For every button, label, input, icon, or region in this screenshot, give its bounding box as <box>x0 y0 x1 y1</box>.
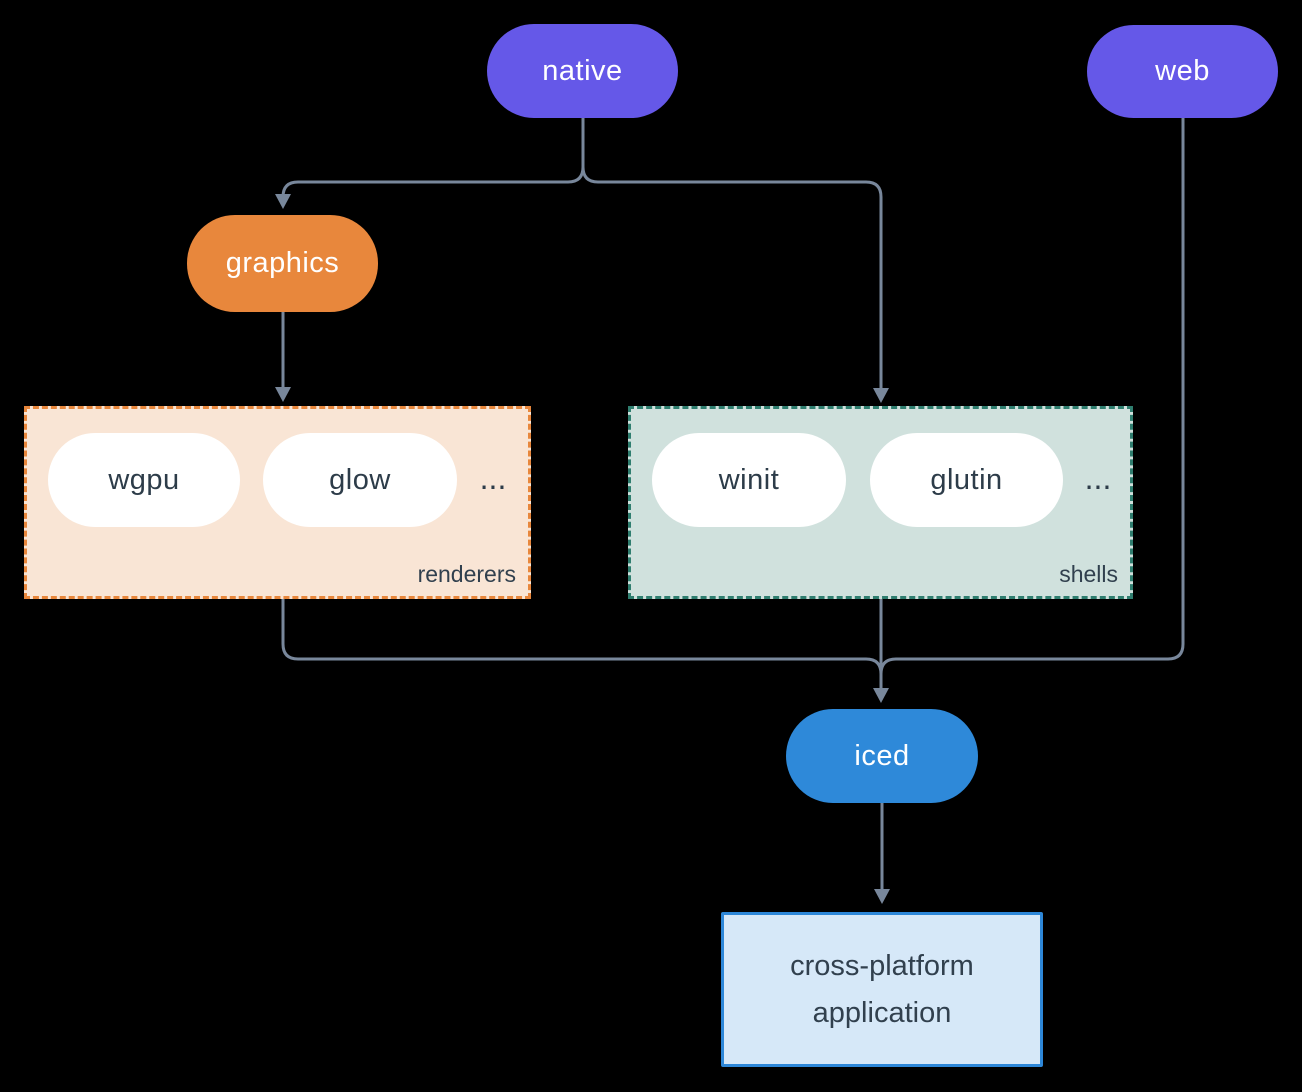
shells-ellipsis: ... <box>1084 460 1112 496</box>
pill-wgpu: wgpu <box>48 433 240 527</box>
arrowhead-into-shells <box>873 388 889 403</box>
pill-glow: glow <box>263 433 457 527</box>
arrowhead-into-iced <box>873 688 889 703</box>
pill-winit-label: winit <box>718 463 780 496</box>
application-box: cross-platform application <box>721 912 1043 1067</box>
arrowhead-into-graphics <box>275 194 291 209</box>
node-iced-label: iced <box>854 739 910 772</box>
node-native-label: native <box>542 54 623 87</box>
edge-native-shells <box>581 166 883 388</box>
pill-glutin: glutin <box>870 433 1063 527</box>
node-graphics-label: graphics <box>225 247 340 279</box>
application-label-line2: application <box>812 996 952 1029</box>
node-web-label: web <box>1155 55 1210 87</box>
pill-glow-label: glow <box>329 463 391 496</box>
arrowhead-into-renderers <box>275 387 291 402</box>
edge-web-iced <box>879 118 1185 675</box>
pill-winit: winit <box>652 433 846 527</box>
application-label-line1: cross-platform <box>790 949 974 982</box>
node-iced: iced <box>786 709 978 803</box>
node-web: web <box>1087 25 1278 118</box>
arrowhead-into-application <box>874 889 890 904</box>
node-graphics: graphics <box>187 215 378 312</box>
edge-renderers-iced <box>281 599 883 675</box>
node-native: native <box>487 24 678 118</box>
renderers-group-label: renderers <box>417 561 516 587</box>
shells-group-label: shells <box>1059 561 1118 587</box>
edge-native-graphics <box>281 118 585 198</box>
pill-wgpu-label: wgpu <box>108 463 180 496</box>
renderers-ellipsis: ... <box>479 460 507 496</box>
pill-glutin-label: glutin <box>930 463 1003 496</box>
